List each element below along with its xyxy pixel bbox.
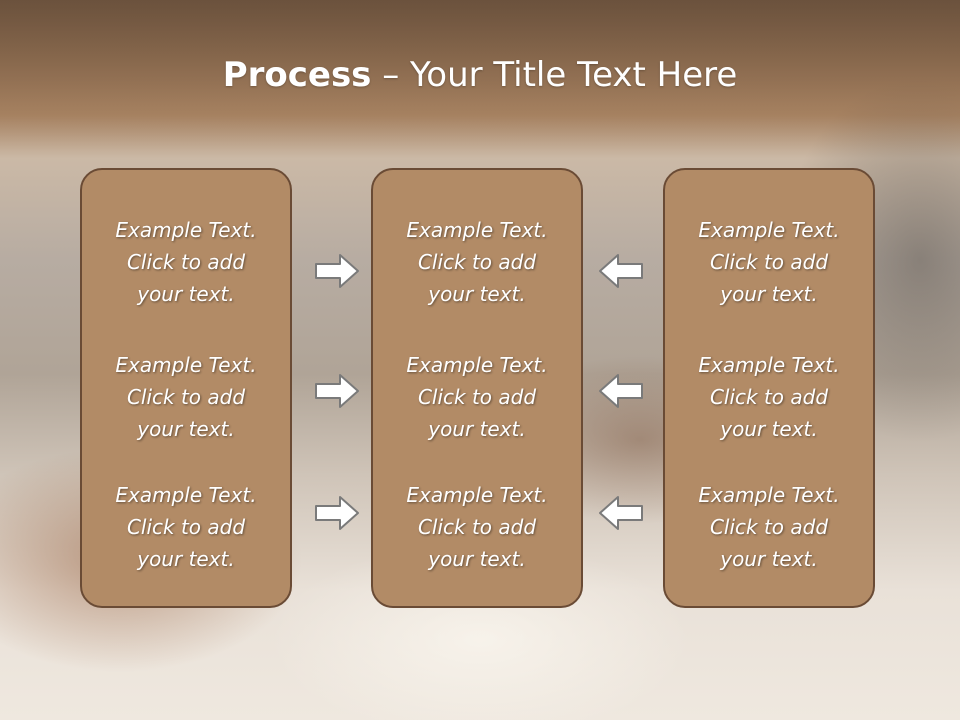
text-placeholder[interactable]: Example Text. Click to add your text. [665, 214, 873, 310]
text-line: Click to add [709, 515, 829, 539]
text-line: Example Text. [406, 483, 548, 507]
title-rest: – Your Title Text Here [371, 55, 738, 95]
text-line: Example Text. [406, 218, 548, 242]
text-line: Example Text. [698, 218, 840, 242]
text-line: your text. [137, 417, 235, 441]
text-line: your text. [137, 547, 235, 571]
process-box-left[interactable]: Example Text. Click to add your text. Ex… [80, 168, 292, 608]
process-box-center[interactable]: Example Text. Click to add your text. Ex… [371, 168, 583, 608]
text-line: Click to add [417, 250, 537, 274]
text-placeholder[interactable]: Example Text. Click to add your text. [82, 214, 290, 310]
text-line: Click to add [126, 515, 246, 539]
text-placeholder[interactable]: Example Text. Click to add your text. [82, 479, 290, 575]
text-line: Example Text. [698, 353, 840, 377]
text-line: your text. [428, 282, 526, 306]
arrow-right-icon[interactable] [314, 373, 360, 409]
text-placeholder[interactable]: Example Text. Click to add your text. [82, 349, 290, 445]
text-placeholder[interactable]: Example Text. Click to add your text. [373, 349, 581, 445]
text-line: your text. [720, 547, 818, 571]
text-placeholder[interactable]: Example Text. Click to add your text. [665, 479, 873, 575]
text-line: Click to add [417, 385, 537, 409]
text-placeholder[interactable]: Example Text. Click to add your text. [373, 479, 581, 575]
arrow-right-icon[interactable] [314, 495, 360, 531]
text-line: Example Text. [406, 353, 548, 377]
text-placeholder[interactable]: Example Text. Click to add your text. [665, 349, 873, 445]
text-line: Click to add [126, 385, 246, 409]
text-line: your text. [428, 547, 526, 571]
text-line: your text. [428, 417, 526, 441]
title-band [0, 0, 960, 150]
text-line: Example Text. [115, 483, 257, 507]
title-bold: Process [222, 55, 372, 95]
arrow-right-icon[interactable] [314, 253, 360, 289]
text-line: Example Text. [115, 353, 257, 377]
process-box-right[interactable]: Example Text. Click to add your text. Ex… [663, 168, 875, 608]
text-line: Example Text. [698, 483, 840, 507]
text-line: Click to add [709, 385, 829, 409]
text-line: Example Text. [115, 218, 257, 242]
text-line: your text. [720, 417, 818, 441]
arrow-left-icon[interactable] [598, 253, 644, 289]
arrow-left-icon[interactable] [598, 495, 644, 531]
text-placeholder[interactable]: Example Text. Click to add your text. [373, 214, 581, 310]
text-line: your text. [137, 282, 235, 306]
text-line: Click to add [709, 250, 829, 274]
text-line: Click to add [417, 515, 537, 539]
text-line: your text. [720, 282, 818, 306]
arrow-left-icon[interactable] [598, 373, 644, 409]
slide-title[interactable]: Process – Your Title Text Here [0, 52, 960, 98]
text-line: Click to add [126, 250, 246, 274]
